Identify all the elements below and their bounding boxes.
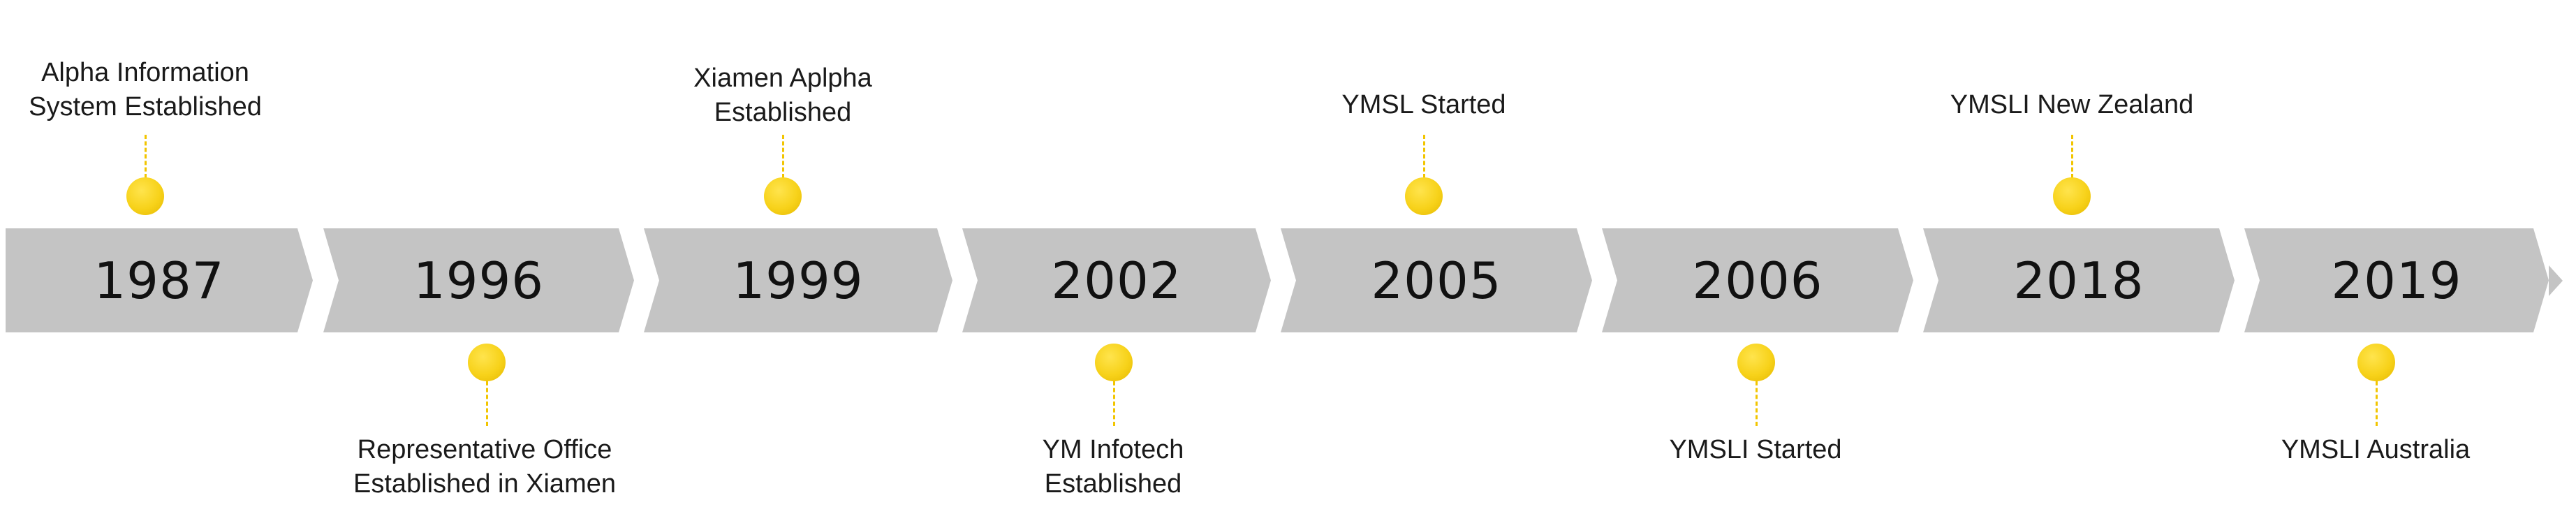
connector-2005 — [1423, 135, 1425, 178]
year-box-1999: 1999 — [644, 228, 952, 332]
year-label: 2019 — [2331, 251, 2462, 310]
event-label-2006: YMSLI Started — [1669, 435, 1842, 464]
connector-2018 — [2071, 135, 2073, 178]
milestone-dot-1996 — [468, 344, 506, 381]
connector-2002 — [1113, 381, 1115, 426]
milestone-dot-2018 — [2053, 177, 2091, 215]
milestone-dot-2006 — [1737, 344, 1775, 381]
year-label: 1996 — [413, 251, 545, 310]
year-label: 1987 — [94, 251, 225, 310]
milestone-dot-2002 — [1095, 344, 1133, 381]
event-label-2002: YM Infotech Established — [1042, 435, 1184, 499]
event-label-2019: YMSLI Australia — [2281, 435, 2471, 464]
connector-1987 — [145, 135, 147, 178]
connector-2019 — [2376, 381, 2378, 426]
connector-1996 — [486, 381, 488, 426]
year-label: 2018 — [2013, 251, 2144, 310]
year-label: 1999 — [733, 251, 864, 310]
milestone-dot-2005 — [1405, 177, 1443, 215]
milestone-dot-2019 — [2357, 344, 2395, 381]
event-label-2005: YMSL Started — [1341, 90, 1506, 119]
event-label-1987: Alpha Information System Established — [29, 58, 262, 122]
year-label: 2006 — [1692, 251, 1823, 310]
event-label-1996: Representative Office Established in Xia… — [353, 435, 616, 499]
year-label: 2002 — [1051, 251, 1182, 310]
year-box-2018: 2018 — [1923, 228, 2235, 332]
event-label-2018: YMSLI New Zealand — [1950, 90, 2194, 119]
connector-2006 — [1756, 381, 1758, 426]
milestone-dot-1999 — [764, 177, 802, 215]
connector-1999 — [782, 135, 784, 178]
year-box-2002: 2002 — [962, 228, 1271, 332]
year-box-2006: 2006 — [1602, 228, 1913, 332]
timeline-end-arrow — [2549, 265, 2563, 296]
year-box-2019: 2019 — [2244, 228, 2549, 332]
event-label-1999: Xiamen Aplpha Established — [693, 64, 872, 127]
year-label: 2005 — [1371, 251, 1502, 310]
year-box-2005: 2005 — [1281, 228, 1592, 332]
milestone-dot-1987 — [126, 177, 164, 215]
year-box-1987: 1987 — [6, 228, 313, 332]
year-box-1996: 1996 — [323, 228, 634, 332]
